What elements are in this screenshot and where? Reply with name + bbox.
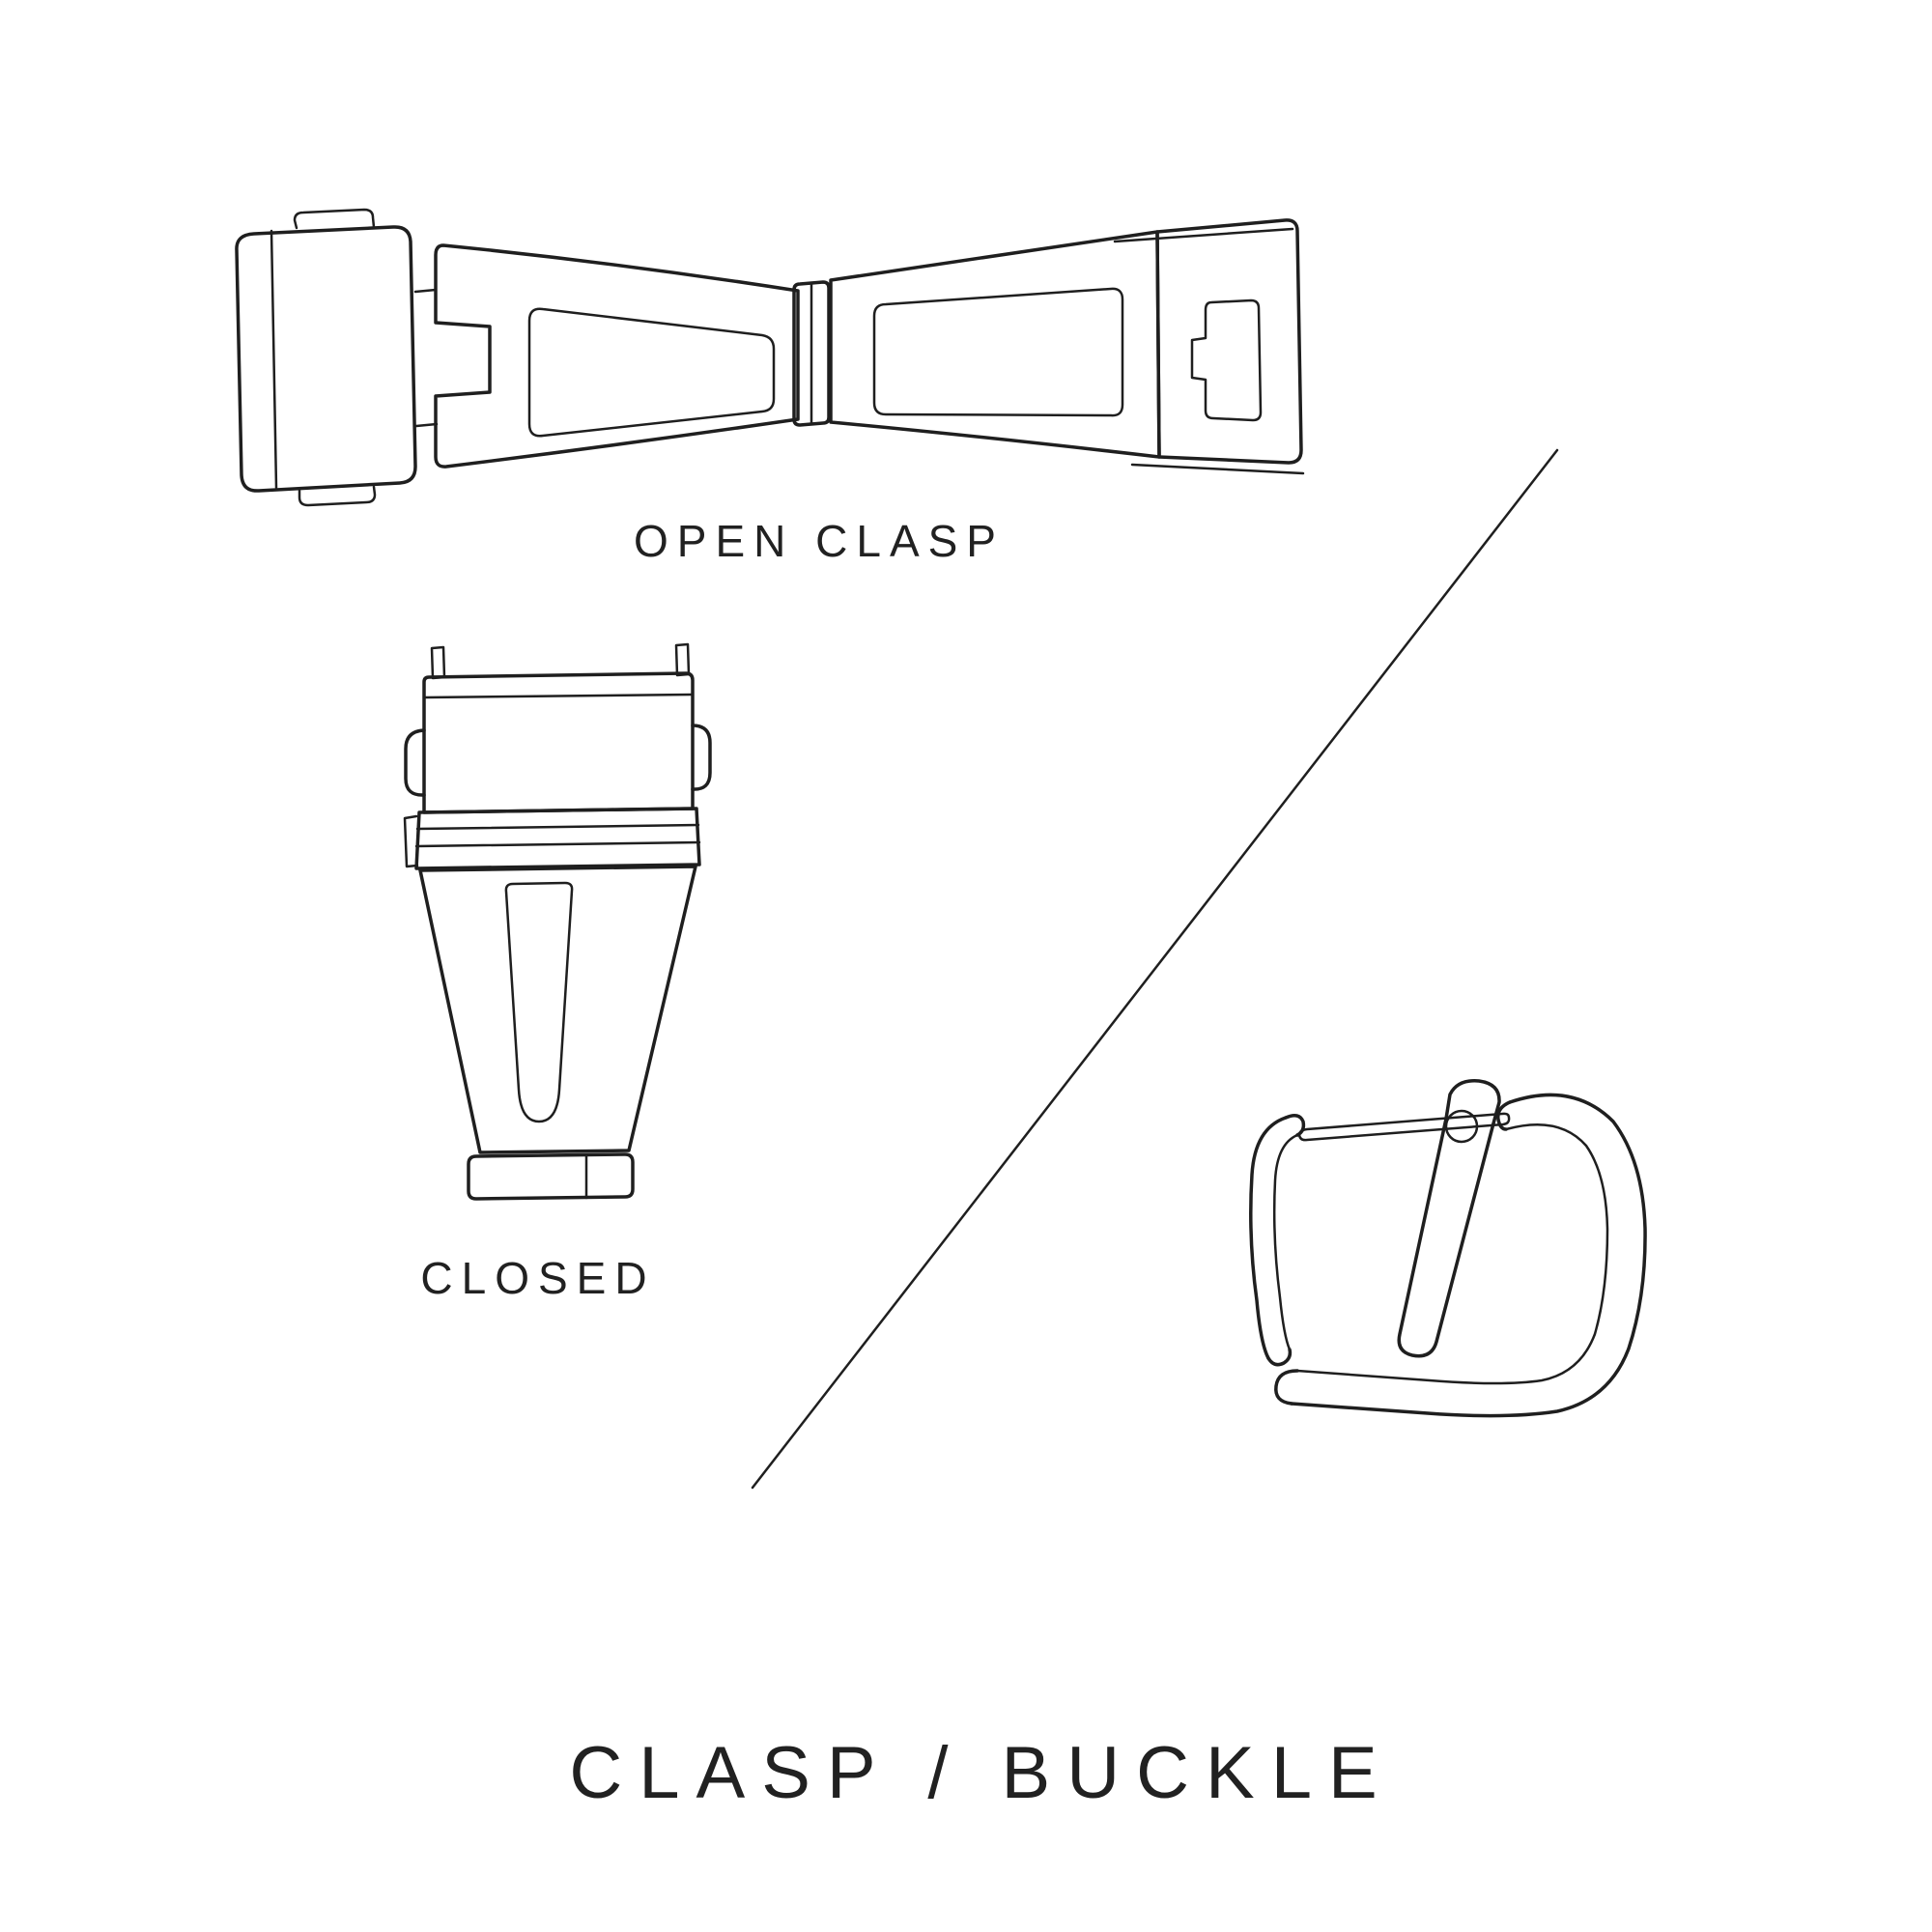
buckle-pin-bar (1297, 1112, 1511, 1142)
closed-clasp-caption: CLOSED (420, 1253, 656, 1303)
open-clasp-left-blade (434, 243, 800, 469)
closed-clasp-body (418, 865, 697, 1154)
closed-clasp-band-left-tab (403, 814, 419, 868)
open-clasp-right-blade (829, 230, 1161, 459)
strap-buckle-drawing (1249, 1079, 1647, 1418)
open-clasp-left-bottom-tab (298, 485, 377, 507)
open-clasp-caption: OPEN CLASP (634, 516, 1005, 566)
buckle-left-arm-inner (1272, 1133, 1299, 1351)
buckle-band-top-cap (1496, 1100, 1512, 1131)
open-clasp-right-catch (1190, 298, 1263, 422)
closed-clasp-fold-line-2 (414, 840, 701, 848)
open-clasp-right-bottom-flange (1130, 463, 1305, 475)
open-clasp-drawing (235, 208, 1305, 507)
closed-clasp-right-ear (691, 724, 712, 791)
diagonal-divider (751, 448, 1559, 1490)
closed-clasp-left-prong (430, 645, 446, 680)
open-clasp-left-cover (235, 225, 417, 493)
closed-clasp-left-ear (404, 728, 426, 797)
buckle-tang (1397, 1079, 1501, 1358)
open-clasp-right-blade-cutout (872, 287, 1124, 417)
open-clasp-left-top-tab (293, 208, 376, 230)
closed-clasp-drawing (403, 642, 712, 1201)
buckle-band-outer (1290, 1093, 1647, 1418)
open-clasp-link-bottom (414, 422, 439, 428)
closed-clasp-fold-band (414, 807, 701, 870)
buckle-band-left-cap (1274, 1369, 1299, 1406)
buckle-left-arm-bottom-cap (1266, 1348, 1293, 1367)
closed-clasp-top-flap-line (423, 693, 694, 699)
open-clasp-link-top (413, 288, 438, 294)
open-clasp-right-top-flange (1113, 227, 1294, 243)
closed-clasp-fold-line-1 (415, 823, 700, 831)
open-clasp-hinge (792, 280, 831, 427)
closed-clasp-body-slot (504, 881, 574, 1123)
open-clasp-left-cover-edge (270, 229, 278, 490)
buckle-left-arm-outer (1249, 1116, 1288, 1360)
page-title: CLASP / BUCKLE (569, 1732, 1394, 1814)
buckle-band-inner (1295, 1122, 1609, 1385)
closed-clasp-right-prong (674, 642, 691, 677)
open-clasp-right-end (1155, 218, 1303, 465)
closed-clasp-bottom-cap (467, 1152, 635, 1201)
open-clasp-left-blade-cutout (527, 307, 776, 438)
